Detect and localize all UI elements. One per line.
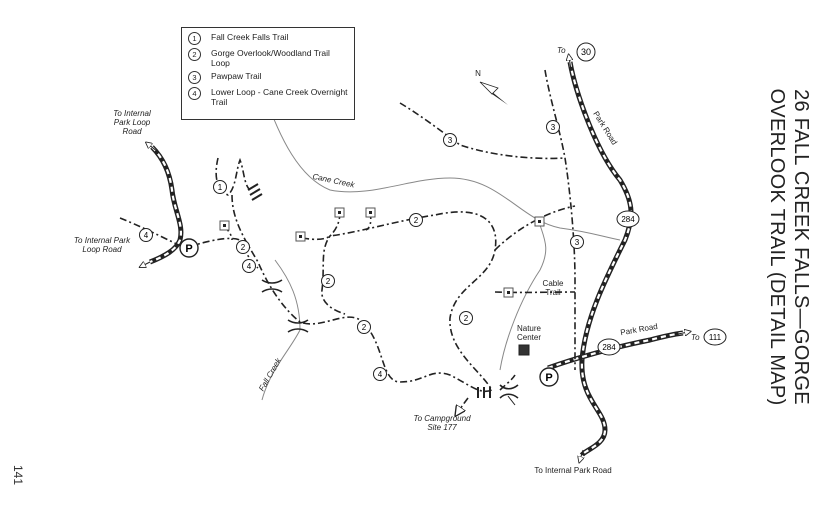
label-cable-trail: Cable Trail [542, 279, 564, 297]
trail-3-path [399, 102, 566, 160]
page-title: 26 FALL CREEK FALLS—GORGE OVERLOOK TRAIL… [762, 82, 816, 412]
legend-number: 4 [188, 87, 201, 100]
trail-2-loop [231, 194, 497, 393]
legend-number: 2 [188, 48, 201, 61]
label-nature-center: Nature Center [516, 324, 541, 342]
legend-label: Lower Loop - Cane Creek Overnight Trail [211, 87, 348, 107]
map-legend: 1 Fall Creek Falls Trail 2 Gorge Overloo… [181, 27, 355, 120]
page-number-text: 141 [11, 464, 25, 486]
bridge-fall-creek-south [287, 319, 309, 333]
park-road-vertical [567, 61, 634, 457]
park-road-horizontal [547, 330, 684, 371]
trail-2-spur-a [301, 235, 331, 241]
label-to-30: To [557, 46, 566, 55]
legend-item-4: 4 Lower Loop - Cane Creek Overnight Trai… [188, 87, 348, 107]
trail-1-path [215, 157, 251, 196]
label-to-campground: To Campground Site 177 [413, 414, 471, 432]
north-arrow [479, 81, 508, 105]
legend-item-2: 2 Gorge Overlook/Woodland Trail Loop [188, 48, 348, 68]
legend-label: Gorge Overlook/Woodland Trail Loop [211, 48, 330, 68]
legend-item-3: 3 Pawpaw Trail [188, 71, 348, 84]
trail-4-path [119, 217, 259, 269]
label-to-internal-park-loop-road-top: To Internal Park Loop Road [113, 109, 151, 136]
cane-creek-line [262, 89, 621, 241]
bridge-top [247, 183, 263, 201]
legend-number: 1 [188, 32, 201, 45]
bridge-east [499, 384, 519, 399]
trail-2-east [494, 205, 576, 251]
page-number: 141 [8, 460, 28, 490]
label-to-internal-park-road: To Internal Park Road [534, 466, 612, 475]
legend-number: 3 [188, 71, 201, 84]
gorge-edge-line [499, 224, 547, 371]
label-to-internal-park-loop-road-left: To Internal Park Loop Road [73, 236, 131, 254]
fall-creek-line [261, 259, 301, 401]
nature-center-building [518, 344, 530, 356]
trail-3-east [544, 69, 576, 370]
bridge-campground [477, 387, 491, 398]
legend-label: Pawpaw Trail [211, 71, 262, 81]
label-to-111: To [691, 333, 700, 342]
bridge-fall-creek-north [261, 279, 283, 293]
north-label: N [475, 69, 481, 78]
legend-item-1: 1 Fall Creek Falls Trail [188, 32, 348, 45]
nature-center-spur [499, 374, 516, 391]
page-title-text: 26 FALL CREEK FALLS—GORGE OVERLOOK TRAIL… [766, 88, 812, 406]
legend-label: Fall Creek Falls Trail [211, 32, 289, 42]
